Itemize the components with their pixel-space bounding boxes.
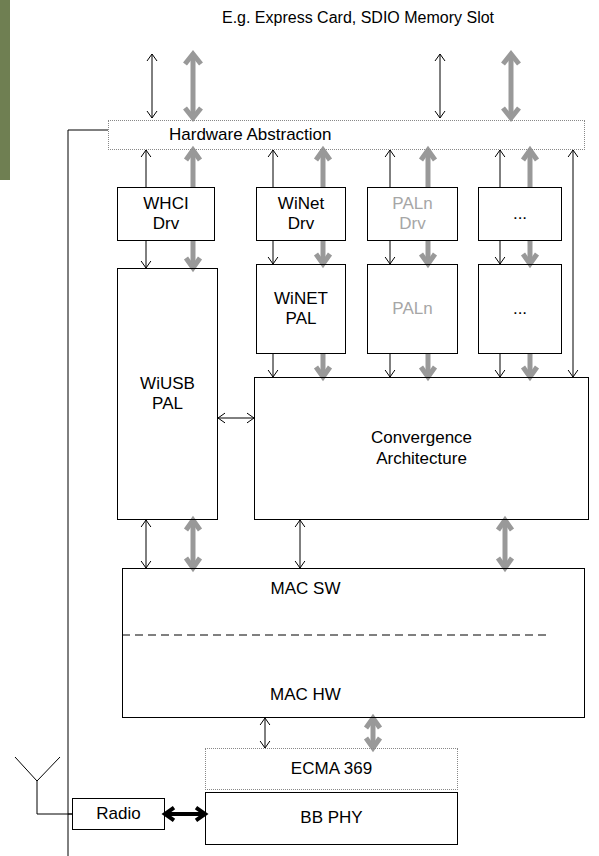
antenna-symbol xyxy=(15,757,72,814)
connector xyxy=(141,150,151,187)
placeholder-box: ... xyxy=(478,187,562,241)
radio-box: Radio xyxy=(72,798,165,830)
mac-box: MAC SW MAC HW xyxy=(122,568,585,718)
abstraction-band: Hardware Abstraction xyxy=(108,120,585,150)
connector xyxy=(316,241,330,264)
connector xyxy=(165,808,205,821)
connector xyxy=(495,241,505,264)
connector xyxy=(268,354,278,377)
node-text: BB PHY xyxy=(300,808,362,828)
connector xyxy=(186,150,200,187)
connector xyxy=(268,150,278,187)
node-text: PALn Drv xyxy=(383,194,443,235)
node-text: Hardware Abstraction xyxy=(169,125,332,145)
node-text: Radio xyxy=(96,804,140,824)
node-text: Convergence Architecture xyxy=(357,428,487,469)
connector xyxy=(523,354,537,377)
driver-box: WiNet Drv xyxy=(256,187,346,241)
connector xyxy=(385,150,395,187)
node-text: MAC SW xyxy=(123,579,488,599)
connector xyxy=(495,354,505,377)
connector xyxy=(68,130,108,814)
connector xyxy=(295,520,305,568)
connector xyxy=(523,150,537,187)
driver-box: PALn Drv xyxy=(367,187,458,241)
connector xyxy=(568,150,578,377)
connector xyxy=(316,150,330,187)
mac-split-line xyxy=(122,635,548,636)
connector xyxy=(498,520,512,568)
connector xyxy=(523,241,537,264)
connector xyxy=(421,150,435,187)
connector xyxy=(421,241,435,264)
slot-arrows xyxy=(147,54,519,118)
node-text: PALn xyxy=(392,299,432,319)
ecma-band: ECMA 369 xyxy=(205,748,458,790)
bus-line xyxy=(68,814,69,856)
connector xyxy=(385,354,395,377)
connector xyxy=(495,150,505,187)
phy-box: BB PHY xyxy=(205,792,458,845)
node-text: WHCI Drv xyxy=(136,194,196,235)
connector xyxy=(186,520,200,568)
pal-box: WiNET PAL xyxy=(256,264,346,354)
node-text: MAC HW xyxy=(123,685,488,705)
connector xyxy=(186,241,200,268)
connector xyxy=(260,718,270,748)
node-text: WiNET PAL xyxy=(271,289,331,330)
connector xyxy=(141,520,151,568)
pal-box: PALn xyxy=(367,264,458,354)
connector xyxy=(366,718,380,748)
node-text: WiUSB PAL xyxy=(133,374,203,415)
convergence-box: Convergence Architecture xyxy=(254,377,589,520)
pal-box: WiUSB PAL xyxy=(117,268,218,520)
connector xyxy=(385,241,395,264)
connector xyxy=(268,241,278,264)
node-text: ... xyxy=(513,204,527,224)
connector xyxy=(218,413,254,423)
placeholder-box: ... xyxy=(478,264,562,354)
connector xyxy=(141,241,151,268)
connector xyxy=(316,354,330,377)
driver-box: WHCI Drv xyxy=(117,187,215,241)
node-text: ECMA 369 xyxy=(291,759,372,779)
photo-fragment xyxy=(0,0,10,180)
connector xyxy=(421,354,435,377)
slot-label: E.g. Express Card, SDIO Memory Slot xyxy=(222,9,494,27)
node-text: ... xyxy=(513,299,527,319)
node-text: WiNet Drv xyxy=(271,194,331,235)
